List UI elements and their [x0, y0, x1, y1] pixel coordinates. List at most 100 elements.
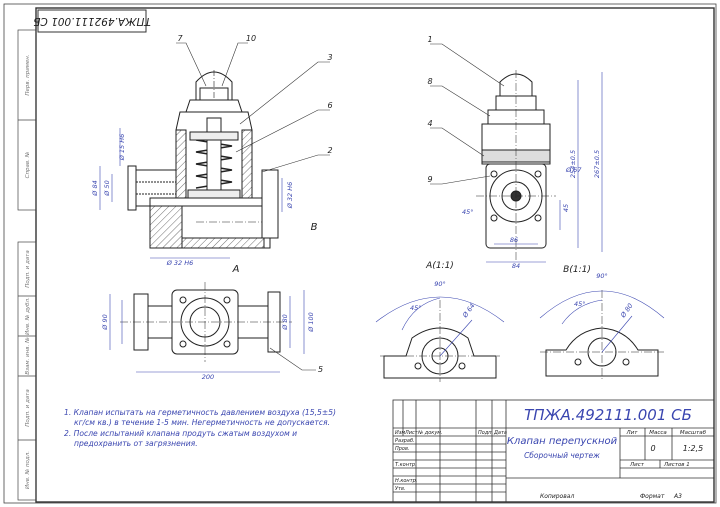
view-a-title: А(1:1) — [425, 261, 454, 271]
detail-view-a — [380, 300, 500, 382]
mass-value: 0 — [650, 444, 655, 453]
callout-9: 9 — [427, 175, 432, 184]
dim-45deg-b: 45° — [574, 300, 586, 308]
title-block — [392, 399, 715, 503]
note-line: 2. После испытаний клапана продуть сжаты… — [64, 428, 298, 438]
dim-86: 86 — [510, 236, 518, 244]
front-dims — [99, 128, 283, 259]
row-docnum: № докум. — [417, 430, 443, 436]
side-dim-labels: 254±0.5 267±0.5 Ø 67 45° 86 84 45 — [462, 150, 601, 270]
dim-45: 45 — [562, 204, 570, 212]
row-tkontr: Т.контр. — [395, 462, 417, 468]
detail-b-labels: 90° 45° Ø 80 — [574, 272, 635, 320]
callout-5: 5 — [318, 365, 323, 374]
callout-1: 1 — [427, 35, 432, 44]
note-line: кг/см кв.) в течение 1-5 мин. Негерметич… — [74, 418, 330, 428]
side-label: Инв. № дубл. — [25, 297, 31, 335]
dim-200: 200 — [202, 373, 214, 381]
callout-8: 8 — [427, 77, 432, 86]
dim-d50: Ø 50 — [103, 180, 111, 196]
dim-d64: Ø 64 — [461, 302, 477, 320]
dim-d80-b: Ø 80 — [619, 302, 635, 320]
note-line: 1. Клапан испытать на герметичность давл… — [64, 408, 336, 417]
detail-a-labels: 90° 45° Ø 64 — [410, 280, 477, 320]
dim-90deg-a: 90° — [434, 280, 446, 288]
front-dim-labels: Ø 15 H6 Ø 84 Ø 50 Ø 32 H6 Ø 32 H6 — [91, 134, 294, 267]
outer-frame — [3, 3, 717, 504]
side-label: Инв. № подл. — [25, 451, 31, 489]
dim-45deg: 45° — [462, 208, 474, 216]
callout-b: B — [311, 222, 318, 233]
row-sign: Подп. — [478, 430, 493, 436]
side-label: Перв. примен. — [25, 54, 31, 96]
doc-type: Сборочный чертеж — [524, 451, 600, 460]
row-nkontr: Н.контр. — [395, 478, 417, 484]
sheet-label: Лист — [629, 462, 645, 468]
front-section-view — [127, 70, 279, 249]
dim-d67: Ø 67 — [565, 166, 582, 174]
callout-7: 7 — [177, 34, 183, 43]
header-mass: Масса — [649, 430, 667, 436]
callout-4: 4 — [427, 119, 432, 128]
callout-a: A — [232, 264, 240, 275]
dim-84: 84 — [512, 262, 520, 270]
detail-b-dims — [539, 290, 665, 353]
view-b-title: В(1:1) — [563, 265, 591, 275]
side-label: Справ. № — [25, 151, 31, 178]
rotated-code: ТПЖА.492111.001 СБ — [33, 15, 150, 27]
dim-h267: 267±0.5 — [593, 150, 601, 178]
side-label: Подп. и дата — [25, 389, 31, 427]
header-lit: Лит — [626, 430, 639, 436]
callout-3: 3 — [327, 53, 332, 62]
dim-45deg-a: 45° — [410, 304, 422, 312]
front-callouts: 7 10 3 6 2 B A — [177, 34, 332, 275]
side-label: Подп. и дата — [25, 250, 31, 288]
row-date: Дата — [493, 430, 507, 436]
callout-2: 2 — [327, 146, 332, 155]
side-dims — [486, 72, 603, 263]
format-label: Формат — [640, 493, 665, 500]
sheets-label: Листов 1 — [663, 462, 690, 468]
dim-90deg-b: 90° — [596, 272, 608, 280]
title-block-text: ТПЖА.492111.001 СБ Клапан перепускной Сб… — [395, 406, 707, 500]
row-prov: Пров. — [395, 446, 410, 452]
dim-d15: Ø 15 H6 — [118, 134, 126, 162]
side-labels: Перв. примен. Справ. № Подп. и дата Инв.… — [25, 54, 31, 489]
part-name: Клапан перепускной — [507, 436, 618, 447]
dim-d32-bottom: Ø 32 H6 — [166, 259, 194, 267]
callout-10: 10 — [246, 34, 256, 43]
scale-value: 1:2,5 — [683, 444, 704, 453]
side-view — [476, 70, 556, 260]
detail-a-dims — [375, 296, 505, 357]
side-columns — [17, 29, 37, 501]
callout-6: 6 — [327, 101, 332, 110]
plan-view — [120, 282, 292, 362]
rotated-code-box: ТПЖА.492111.001 СБ — [33, 9, 151, 33]
plan-leader — [269, 347, 316, 371]
row-razrab: Разраб. — [395, 438, 415, 444]
row-utv: Утв. — [395, 486, 406, 492]
row-list: Лист — [404, 430, 419, 436]
plan-dims — [109, 290, 305, 373]
technical-notes: 1. Клапан испытать на герметичность давл… — [64, 408, 394, 450]
note-line: предохранить от загрязнения. — [74, 439, 198, 449]
side-callouts: 1 8 4 9 — [427, 35, 432, 184]
format-value: A3 — [673, 493, 682, 500]
dim-h254: 254±0.5 — [569, 150, 577, 178]
plan-dim-labels: Ø 90 Ø 80 Ø 100 200 — [101, 312, 315, 381]
header-scale: Масштаб — [680, 430, 707, 436]
dim-d84: Ø 84 — [91, 180, 99, 196]
copied-label: Копировал — [540, 493, 574, 500]
front-leaders — [176, 42, 330, 173]
side-label: Взам. инв. № — [25, 337, 31, 375]
detail-view-b — [540, 290, 664, 380]
drawing-code: ТПЖА.492111.001 СБ — [524, 406, 692, 424]
dim-d80: Ø 80 — [281, 314, 289, 330]
side-leaders — [430, 43, 505, 185]
dim-d100: Ø 100 — [307, 312, 315, 333]
dim-d32: Ø 32 H6 — [286, 182, 294, 210]
dim-phi: Ø 90 — [101, 314, 109, 330]
row-izm: Изм — [395, 430, 405, 436]
